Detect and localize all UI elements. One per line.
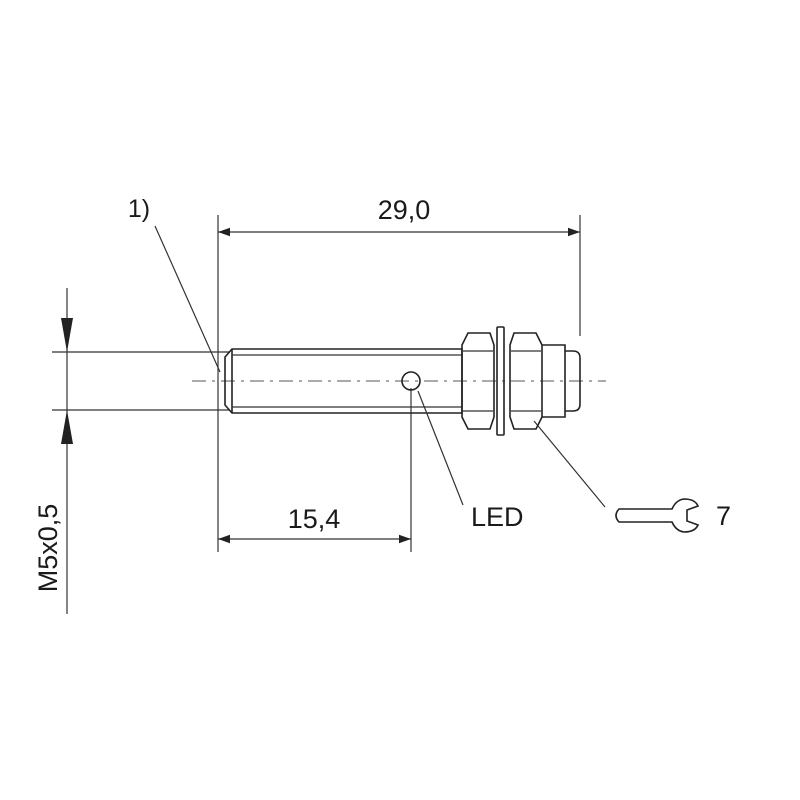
wrench-size-label: 7 xyxy=(716,501,731,531)
dimension-thread-label: M5x0,5 xyxy=(33,504,63,593)
dimension-led-distance-label: 15,4 xyxy=(288,504,341,534)
note-ref-label: 1) xyxy=(128,195,150,223)
dimension-thread: M5x0,5 xyxy=(33,288,73,614)
mounting-nuts xyxy=(461,326,543,436)
leader-lines xyxy=(154,225,606,508)
led-indicator xyxy=(401,371,421,391)
led-label: LED xyxy=(471,502,524,532)
dimension-overall-length: 29,0 xyxy=(218,195,580,237)
dimension-overall-length-label: 29,0 xyxy=(378,195,431,225)
sensor-end-cap xyxy=(542,344,581,418)
extension-lines xyxy=(52,215,581,552)
dimension-led-distance: 15,4 xyxy=(218,504,411,544)
wrench-icon xyxy=(615,498,700,533)
